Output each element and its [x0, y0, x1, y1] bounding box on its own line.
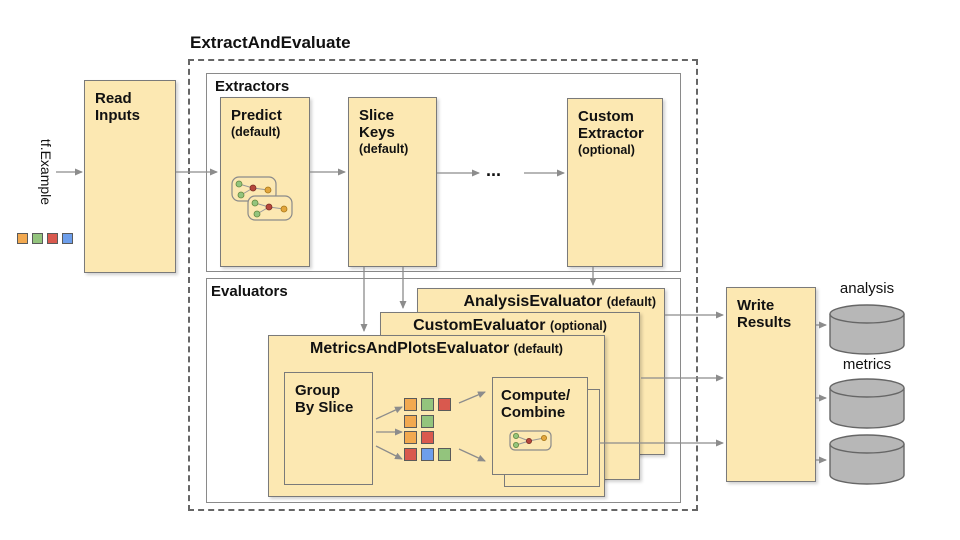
- compute-combine-label: Compute/ Combine: [501, 387, 571, 421]
- predict-extractor-box: Predict (default): [220, 97, 310, 267]
- custom-extractor-label: Custom Extractor: [578, 108, 644, 142]
- predict-qualifier: (default): [231, 125, 281, 139]
- slice-grid-row: [404, 398, 451, 411]
- red-square: [404, 447, 417, 461]
- slice-keys-extractor-box: Slice Keys (default): [348, 97, 437, 267]
- predict-label: Predict: [231, 107, 282, 124]
- green-square: [438, 447, 451, 461]
- slice-grid-row: [404, 447, 451, 461]
- group-by-slice-box: Group By Slice: [284, 372, 373, 485]
- read-inputs-box: Read Inputs: [84, 80, 176, 273]
- blue-square: [62, 233, 73, 244]
- green-square: [32, 233, 43, 244]
- analysis-database-icon: [829, 304, 905, 355]
- orange-square: [404, 414, 417, 428]
- custom-evaluator-header: CustomEvaluator (optional): [413, 317, 607, 334]
- read-inputs-label: Read Inputs: [95, 90, 140, 124]
- extractors-label: Extractors: [215, 78, 290, 95]
- predict-graph-icon: [231, 176, 293, 221]
- red-square: [47, 233, 58, 244]
- input-squares: [17, 233, 73, 244]
- red-square: [421, 431, 434, 444]
- orange-square: [17, 233, 28, 244]
- orange-square: [404, 398, 417, 411]
- analysis-evaluator-header: AnalysisEvaluator (default): [463, 293, 657, 310]
- custom-extractor-qualifier: (optional): [578, 143, 635, 157]
- output-analysis-label: analysis: [839, 280, 895, 297]
- extract-and-evaluate-container: [188, 59, 698, 511]
- other-database-icon: [829, 434, 905, 485]
- slice-keys-qualifier: (default): [359, 142, 409, 156]
- write-results-label: Write Results: [737, 297, 792, 331]
- extractors-ellipsis: ...: [486, 160, 502, 180]
- group-by-slice-label: Group By Slice: [295, 382, 354, 416]
- green-square: [421, 398, 434, 411]
- write-results-box: Write Results: [726, 287, 816, 482]
- compute-combine-box: Compute/ Combine: [492, 377, 588, 475]
- green-square: [421, 414, 434, 428]
- metrics-database-icon: [829, 378, 905, 429]
- diagram-title: ExtractAndEvaluate: [190, 33, 351, 52]
- slice-grid: [404, 398, 451, 464]
- slice-grid-row: [404, 431, 451, 444]
- evaluators-label: Evaluators: [211, 283, 288, 300]
- orange-square: [404, 431, 417, 444]
- metrics-evaluator-header: MetricsAndPlotsEvaluator (default): [310, 340, 563, 357]
- tf-example-label: tf.Example: [38, 138, 54, 206]
- slice-keys-label: Slice Keys: [359, 107, 395, 141]
- red-square: [438, 398, 451, 411]
- compute-graph-icon: [509, 430, 552, 451]
- custom-extractor-box: Custom Extractor (optional): [567, 98, 663, 267]
- output-metrics-label: metrics: [842, 356, 892, 373]
- blue-square: [421, 447, 434, 461]
- slice-grid-row: [404, 414, 451, 428]
